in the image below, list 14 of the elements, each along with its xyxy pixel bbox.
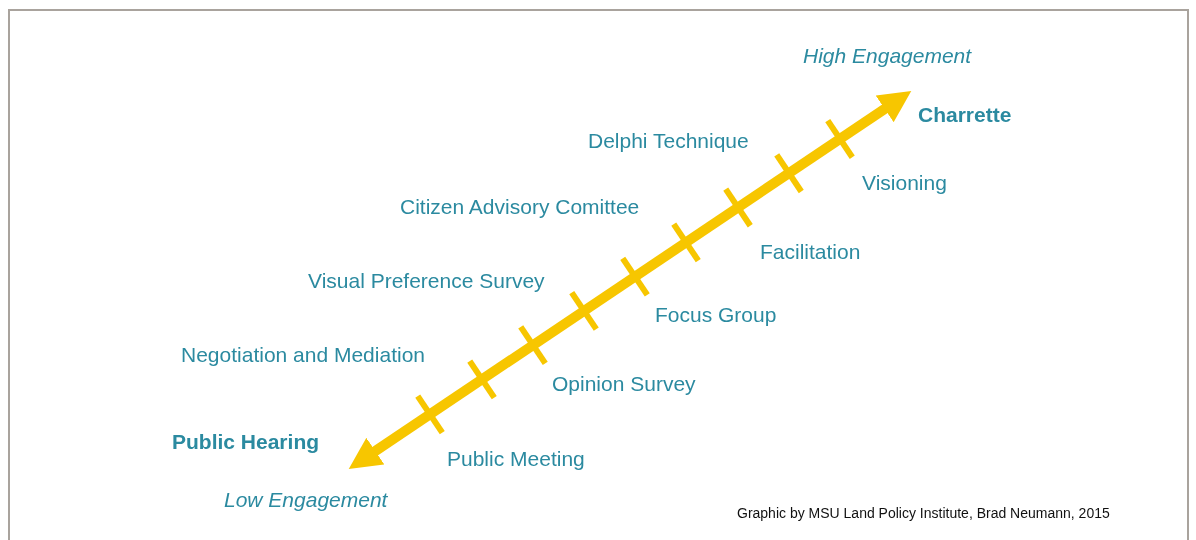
scale-label: Facilitation: [760, 240, 861, 264]
scale-label: Negotiation and Mediation: [181, 343, 425, 367]
scale-label: Public Meeting: [447, 447, 585, 471]
scale-label: Citizen Advisory Comittee: [400, 195, 640, 219]
scale-end-label: High Engagement: [803, 44, 972, 68]
scale-label: Visual Preference Survey: [308, 269, 545, 293]
scale-end-label: Low Engagement: [224, 488, 388, 512]
scale-label: Focus Group: [655, 303, 777, 327]
scale-label: Visioning: [862, 171, 947, 195]
scale-endpoint-label: Charrette: [918, 103, 1012, 127]
credit-caption: Graphic by MSU Land Policy Institute, Brad Neumann, 2015: [737, 505, 1110, 521]
scale-endpoint-label: Public Hearing: [172, 430, 320, 454]
scale-label: Opinion Survey: [552, 372, 696, 396]
scale-label: Delphi Technique: [588, 129, 749, 153]
